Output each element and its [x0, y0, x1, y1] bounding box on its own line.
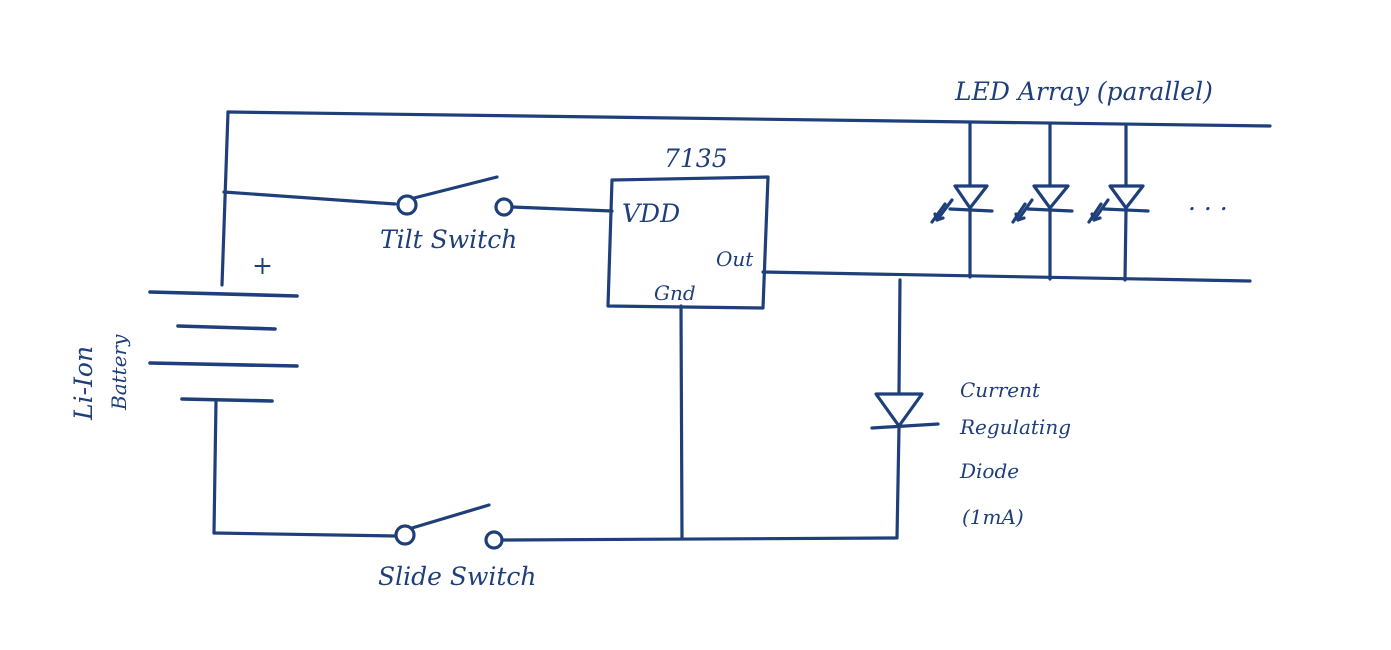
- bottom-left-wire: [212, 399, 397, 538]
- crd-label-line2: Regulating: [959, 415, 1071, 439]
- led-1: [930, 121, 994, 279]
- battery-label-line2: Battery: [107, 334, 131, 411]
- slide-switch-label: Slide Switch: [378, 562, 537, 591]
- led-3: [1087, 123, 1150, 282]
- chip-name-label: 7135: [664, 144, 728, 173]
- battery-label-line1: Li-Ion: [69, 346, 98, 421]
- chip-gnd-label: Gnd: [654, 281, 696, 305]
- tilt-branch-wire: [222, 190, 397, 206]
- led-array-label: LED Array (parallel): [954, 77, 1213, 106]
- led-array-ellipsis: . . .: [1188, 187, 1228, 216]
- battery-plus-label: +: [252, 251, 273, 280]
- gnd-wire: [679, 304, 684, 540]
- tilt-switch: [396, 175, 614, 217]
- chip-vdd-label: VDD: [622, 199, 680, 228]
- out-rail: [761, 270, 1252, 283]
- led-2: [1011, 122, 1074, 281]
- crd-label-line1: Current: [960, 378, 1041, 402]
- regulator-7135: [606, 175, 770, 310]
- chip-out-label: Out: [716, 247, 754, 271]
- battery-symbol: [148, 290, 299, 403]
- crd-label-line3: Diode: [959, 459, 1019, 483]
- crd-label-line4: (1mA): [962, 505, 1024, 529]
- top-rail: [220, 110, 1272, 287]
- battery-label: Li-Ion Battery: [69, 334, 131, 421]
- tilt-switch-label: Tilt Switch: [380, 225, 517, 254]
- slide-switch: [394, 503, 897, 550]
- current-regulating-diode: [870, 278, 940, 540]
